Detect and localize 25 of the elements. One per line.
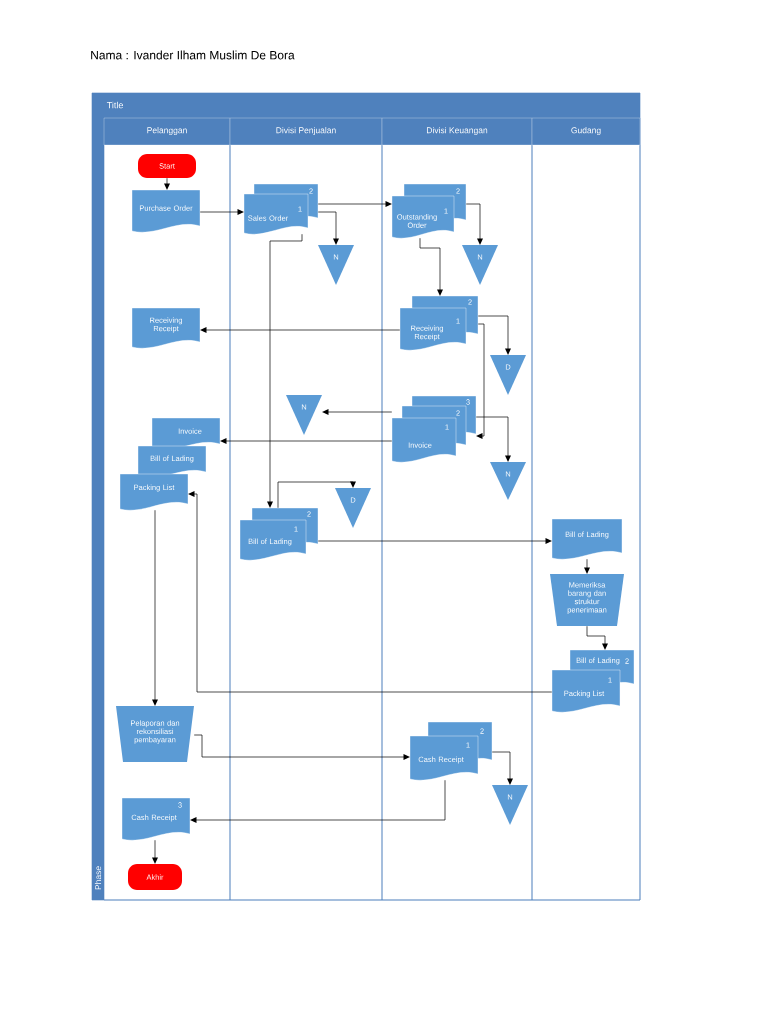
arrow — [584, 558, 590, 574]
node-label: Phase — [94, 866, 102, 890]
arrow — [193, 734, 410, 760]
arrow — [267, 233, 303, 508]
arrow — [277, 481, 356, 509]
arrow — [188, 491, 553, 693]
arrow — [199, 209, 244, 215]
arrow — [477, 315, 511, 355]
arrow — [317, 201, 392, 207]
arrow — [475, 416, 511, 462]
arrow — [476, 323, 485, 439]
arrow — [317, 211, 339, 245]
arrow — [586, 625, 608, 650]
arrow — [419, 237, 443, 296]
arrow — [152, 839, 158, 864]
arrow — [322, 409, 393, 415]
arrow — [491, 751, 513, 785]
arrow — [164, 177, 170, 190]
arrow — [200, 327, 401, 333]
arrow — [152, 509, 158, 706]
arrow — [465, 203, 483, 245]
arrow — [317, 538, 552, 544]
page-heading: Nama : Ivander Ilham Muslim De Bora — [91, 50, 295, 60]
arrow — [220, 438, 393, 444]
arrow — [190, 779, 446, 823]
